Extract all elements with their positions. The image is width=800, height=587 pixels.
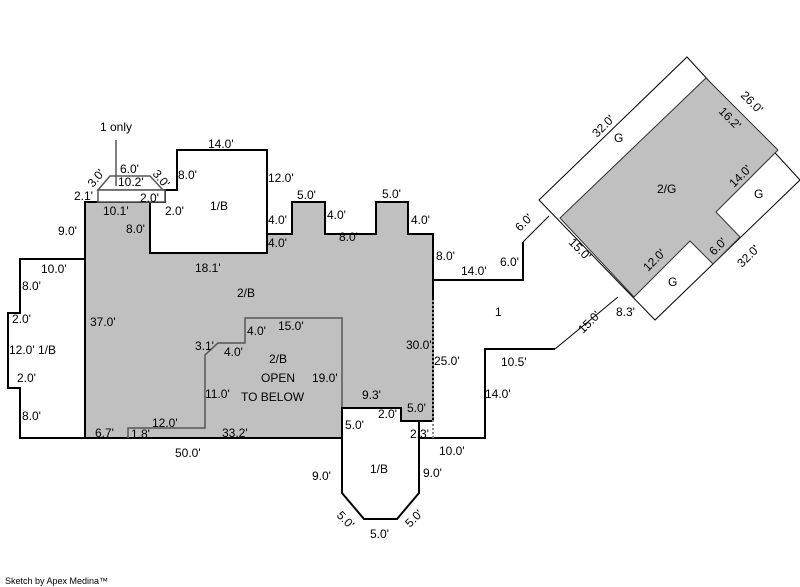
label: 1/B: [210, 199, 228, 213]
area-1-lower-boundary: [419, 348, 555, 439]
label: 30.0': [406, 338, 432, 352]
label: 2.0': [12, 312, 31, 326]
label: 5.0': [402, 507, 425, 530]
sketch-credit: Sketch by Apex Medina™: [5, 576, 108, 586]
label: 3.1': [195, 339, 214, 353]
label: 1.8': [131, 427, 150, 441]
lower-bay-1b: [341, 407, 420, 520]
label: 26.0': [738, 88, 766, 116]
label: 8.0': [339, 230, 358, 244]
label: 4.0': [247, 324, 266, 338]
label: 8.0': [436, 249, 455, 263]
label: 8.0': [126, 222, 145, 236]
label: 15.0': [278, 319, 304, 333]
label: 6.0': [500, 255, 519, 269]
label: 6.0': [120, 162, 139, 176]
label: 5.0': [382, 187, 401, 201]
label: TO BELOW: [241, 390, 305, 404]
label: 5.0': [334, 508, 357, 531]
label: 33.2': [222, 426, 248, 440]
open-to-below-outline: [127, 317, 343, 438]
label: 1/B: [370, 462, 388, 476]
label: 6.7': [95, 426, 114, 440]
label: 2.1': [74, 189, 93, 203]
label: 2/B: [237, 286, 255, 300]
label: 9.0': [423, 466, 442, 480]
label: 9.0': [312, 469, 331, 483]
area-1-upper-diag: [522, 215, 550, 243]
label: G: [614, 131, 623, 145]
label: 5.0': [370, 527, 389, 541]
label: 9.0': [58, 224, 77, 238]
label: 4.0': [268, 236, 287, 250]
label: 1: [495, 305, 502, 319]
label: 2/G: [657, 182, 676, 196]
label: 8.3': [616, 305, 635, 319]
label: 1 only: [100, 120, 132, 134]
label: 12.0': [268, 171, 294, 185]
bay-base: [97, 189, 166, 203]
label: 10.0': [41, 262, 67, 276]
left-wing-1b: [7, 258, 86, 439]
label: 2.0': [17, 371, 36, 385]
label: 8.0': [178, 168, 197, 182]
label: 2.0': [378, 407, 397, 421]
label: 10.2': [118, 175, 144, 189]
label: 10.0': [439, 444, 465, 458]
label: 2.0': [165, 204, 184, 218]
label: 2.3': [410, 427, 429, 441]
label: 12.0' 1/B: [9, 343, 56, 357]
label: 19.0': [312, 371, 338, 385]
label: 32.0': [734, 242, 762, 270]
label: 2.0': [140, 191, 159, 205]
label: 8.0': [22, 409, 41, 423]
label: 37.0': [90, 315, 116, 329]
label: G: [754, 187, 763, 201]
label: 9.3': [362, 388, 381, 402]
label: 14.0': [208, 137, 234, 151]
label: 5.0': [345, 418, 364, 432]
label: 14.0': [461, 264, 487, 278]
label: 25.0': [434, 354, 460, 368]
label: 14.0': [485, 387, 511, 401]
label: 6.0': [512, 211, 535, 234]
label: 11.0': [205, 387, 230, 401]
label: 10.1': [103, 204, 129, 218]
label: 50.0': [175, 446, 201, 460]
upper-room-1b: [149, 149, 268, 254]
label: 2/B: [269, 352, 287, 366]
label: OPEN: [261, 371, 295, 385]
label: 4.0': [411, 213, 430, 227]
label: 5.0': [407, 401, 426, 415]
label: 8.0': [22, 279, 41, 293]
area-1-lower-diag: [554, 296, 619, 350]
garage-upper-floor: [559, 77, 779, 298]
area-1-upper-boundary: [433, 242, 524, 281]
label: 4.0': [268, 213, 287, 227]
label: 4.0': [327, 208, 346, 222]
label: 4.0': [224, 345, 243, 359]
label: 5.0': [297, 188, 316, 202]
label: 10.5': [501, 355, 527, 369]
label: 12.0': [152, 416, 178, 430]
label: 18.1': [195, 261, 221, 275]
label: G: [668, 275, 677, 289]
